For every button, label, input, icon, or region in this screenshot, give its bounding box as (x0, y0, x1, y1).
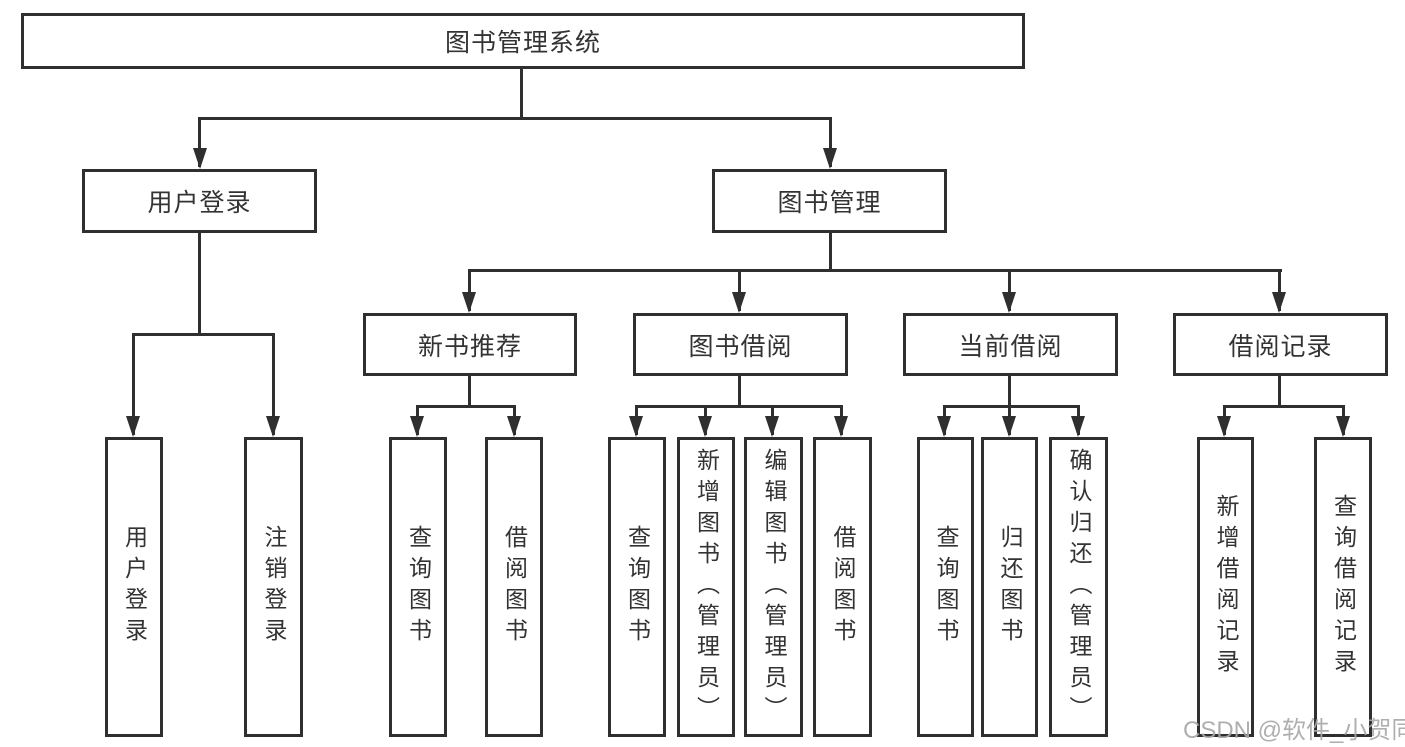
arrowhead-leaf-user-login (126, 416, 140, 437)
connector-user-login-bar (132, 333, 275, 336)
node-leaf-user-login: 用户登录 (105, 437, 163, 737)
connector-to-new-book-recommend (468, 269, 471, 311)
arrowhead-borrow-record (1272, 292, 1286, 313)
arrowhead-leaf-return-book (1002, 416, 1016, 437)
arrowhead-leaf-edit-book-admin (765, 416, 779, 437)
connector-to-current-borrow (1008, 269, 1011, 311)
node-leaf-query-borrow-record: 查询借阅记录 (1314, 437, 1372, 737)
connector-current-borrow-bar (943, 405, 1080, 408)
connector-root-to-user-login (198, 117, 201, 167)
connector-to-borrow-record (1278, 269, 1281, 311)
node-leaf-query-book-3: 查询图书 (917, 437, 974, 737)
arrowhead-leaf-logout (266, 416, 280, 437)
connector-book-borrow-bar (635, 405, 843, 408)
arrowhead-current-borrow (1002, 292, 1016, 313)
arrowhead-leaf-query-book-3 (937, 416, 951, 437)
node-borrow-record: 借阅记录 (1173, 313, 1388, 376)
connector-to-leaf-user-login (132, 333, 135, 435)
node-user-login: 用户登录 (82, 169, 317, 233)
node-book-management: 图书管理 (712, 169, 947, 233)
node-leaf-edit-book-admin: 编辑图书（管理员） (744, 437, 803, 737)
node-leaf-query-book-1: 查询图书 (389, 437, 447, 737)
node-new-book-recommend-label: 新书推荐 (417, 332, 522, 361)
node-current-borrow-label: 当前借阅 (958, 332, 1063, 361)
node-book-borrow-label: 图书借阅 (688, 332, 793, 361)
connector-new-book-recommend-stem (468, 374, 471, 408)
connector-to-book-borrow (738, 269, 741, 311)
connector-book-management-bar (468, 269, 1282, 272)
csdn-watermark: CSDN @软件_小贺同学 (1183, 717, 1405, 744)
connector-user-login-stem (198, 231, 201, 336)
connector-book-management-stem (829, 231, 832, 272)
arrowhead-leaf-query-borrow-record (1336, 416, 1350, 437)
arrowhead-leaf-borrow-book-2 (834, 416, 848, 437)
node-leaf-add-borrow-record: 新增借阅记录 (1197, 437, 1254, 737)
node-book-borrow: 图书借阅 (633, 313, 848, 376)
node-borrow-record-label: 借阅记录 (1228, 332, 1333, 361)
node-leaf-confirm-return-admin: 确认归还（管理员） (1049, 437, 1108, 737)
node-leaf-add-book-admin-label: 新增图书（管理员） (693, 447, 720, 727)
node-book-management-label: 图书管理 (777, 189, 882, 217)
node-user-login-label: 用户登录 (147, 189, 252, 217)
node-leaf-query-book-2: 查询图书 (608, 437, 666, 737)
node-leaf-borrow-book-2: 借阅图书 (813, 437, 872, 737)
node-leaf-logout: 注销登录 (244, 437, 303, 737)
node-leaf-borrow-book-1: 借阅图书 (485, 437, 543, 737)
connector-to-leaf-logout (272, 333, 275, 435)
node-leaf-borrow-book-2-label: 借阅图书 (830, 525, 856, 649)
arrowhead-leaf-query-book-1 (410, 416, 424, 437)
node-new-book-recommend: 新书推荐 (363, 313, 577, 376)
node-root-label: 图书管理系统 (444, 29, 601, 57)
arrowhead-user-login (193, 148, 207, 169)
node-leaf-logout-label: 注销登录 (261, 525, 287, 649)
node-leaf-confirm-return-admin-label: 确认归还（管理员） (1066, 447, 1092, 727)
arrowhead-leaf-add-book-admin (698, 416, 712, 437)
node-leaf-return-book-label: 归还图书 (997, 525, 1023, 649)
arrowhead-leaf-add-borrow-record (1217, 416, 1231, 437)
node-leaf-return-book: 归还图书 (981, 437, 1038, 737)
node-leaf-user-login-label: 用户登录 (121, 525, 148, 649)
connector-borrow-record-bar (1223, 405, 1345, 408)
connector-root-to-book-management (829, 117, 832, 167)
node-root: 图书管理系统 (21, 13, 1025, 69)
node-leaf-add-borrow-record-label: 新增借阅记录 (1213, 494, 1239, 680)
connector-new-book-recommend-bar (416, 405, 516, 408)
node-leaf-query-book-1-label: 查询图书 (405, 525, 432, 649)
node-leaf-edit-book-admin-label: 编辑图书（管理员） (761, 447, 787, 727)
connector-borrow-record-stem (1278, 374, 1281, 408)
connector-current-borrow-stem (1008, 374, 1011, 408)
arrowhead-book-management (823, 148, 837, 169)
node-leaf-query-book-3-label: 查询图书 (933, 525, 959, 649)
arrowhead-leaf-query-book-2 (629, 416, 643, 437)
node-leaf-add-book-admin: 新增图书（管理员） (677, 437, 735, 737)
arrowhead-book-borrow (732, 292, 746, 313)
node-leaf-query-borrow-record-label: 查询借阅记录 (1330, 494, 1357, 680)
connector-book-borrow-stem (738, 374, 741, 408)
connector-root-stem (520, 66, 523, 119)
arrowhead-leaf-borrow-book-1 (507, 416, 521, 437)
arrowhead-new-book-recommend (462, 292, 476, 313)
connector-root-bar (198, 117, 832, 120)
arrowhead-leaf-confirm-return (1071, 416, 1085, 437)
node-leaf-query-book-2-label: 查询图书 (624, 525, 651, 649)
node-leaf-borrow-book-1-label: 借阅图书 (501, 525, 528, 649)
node-current-borrow: 当前借阅 (903, 313, 1118, 376)
